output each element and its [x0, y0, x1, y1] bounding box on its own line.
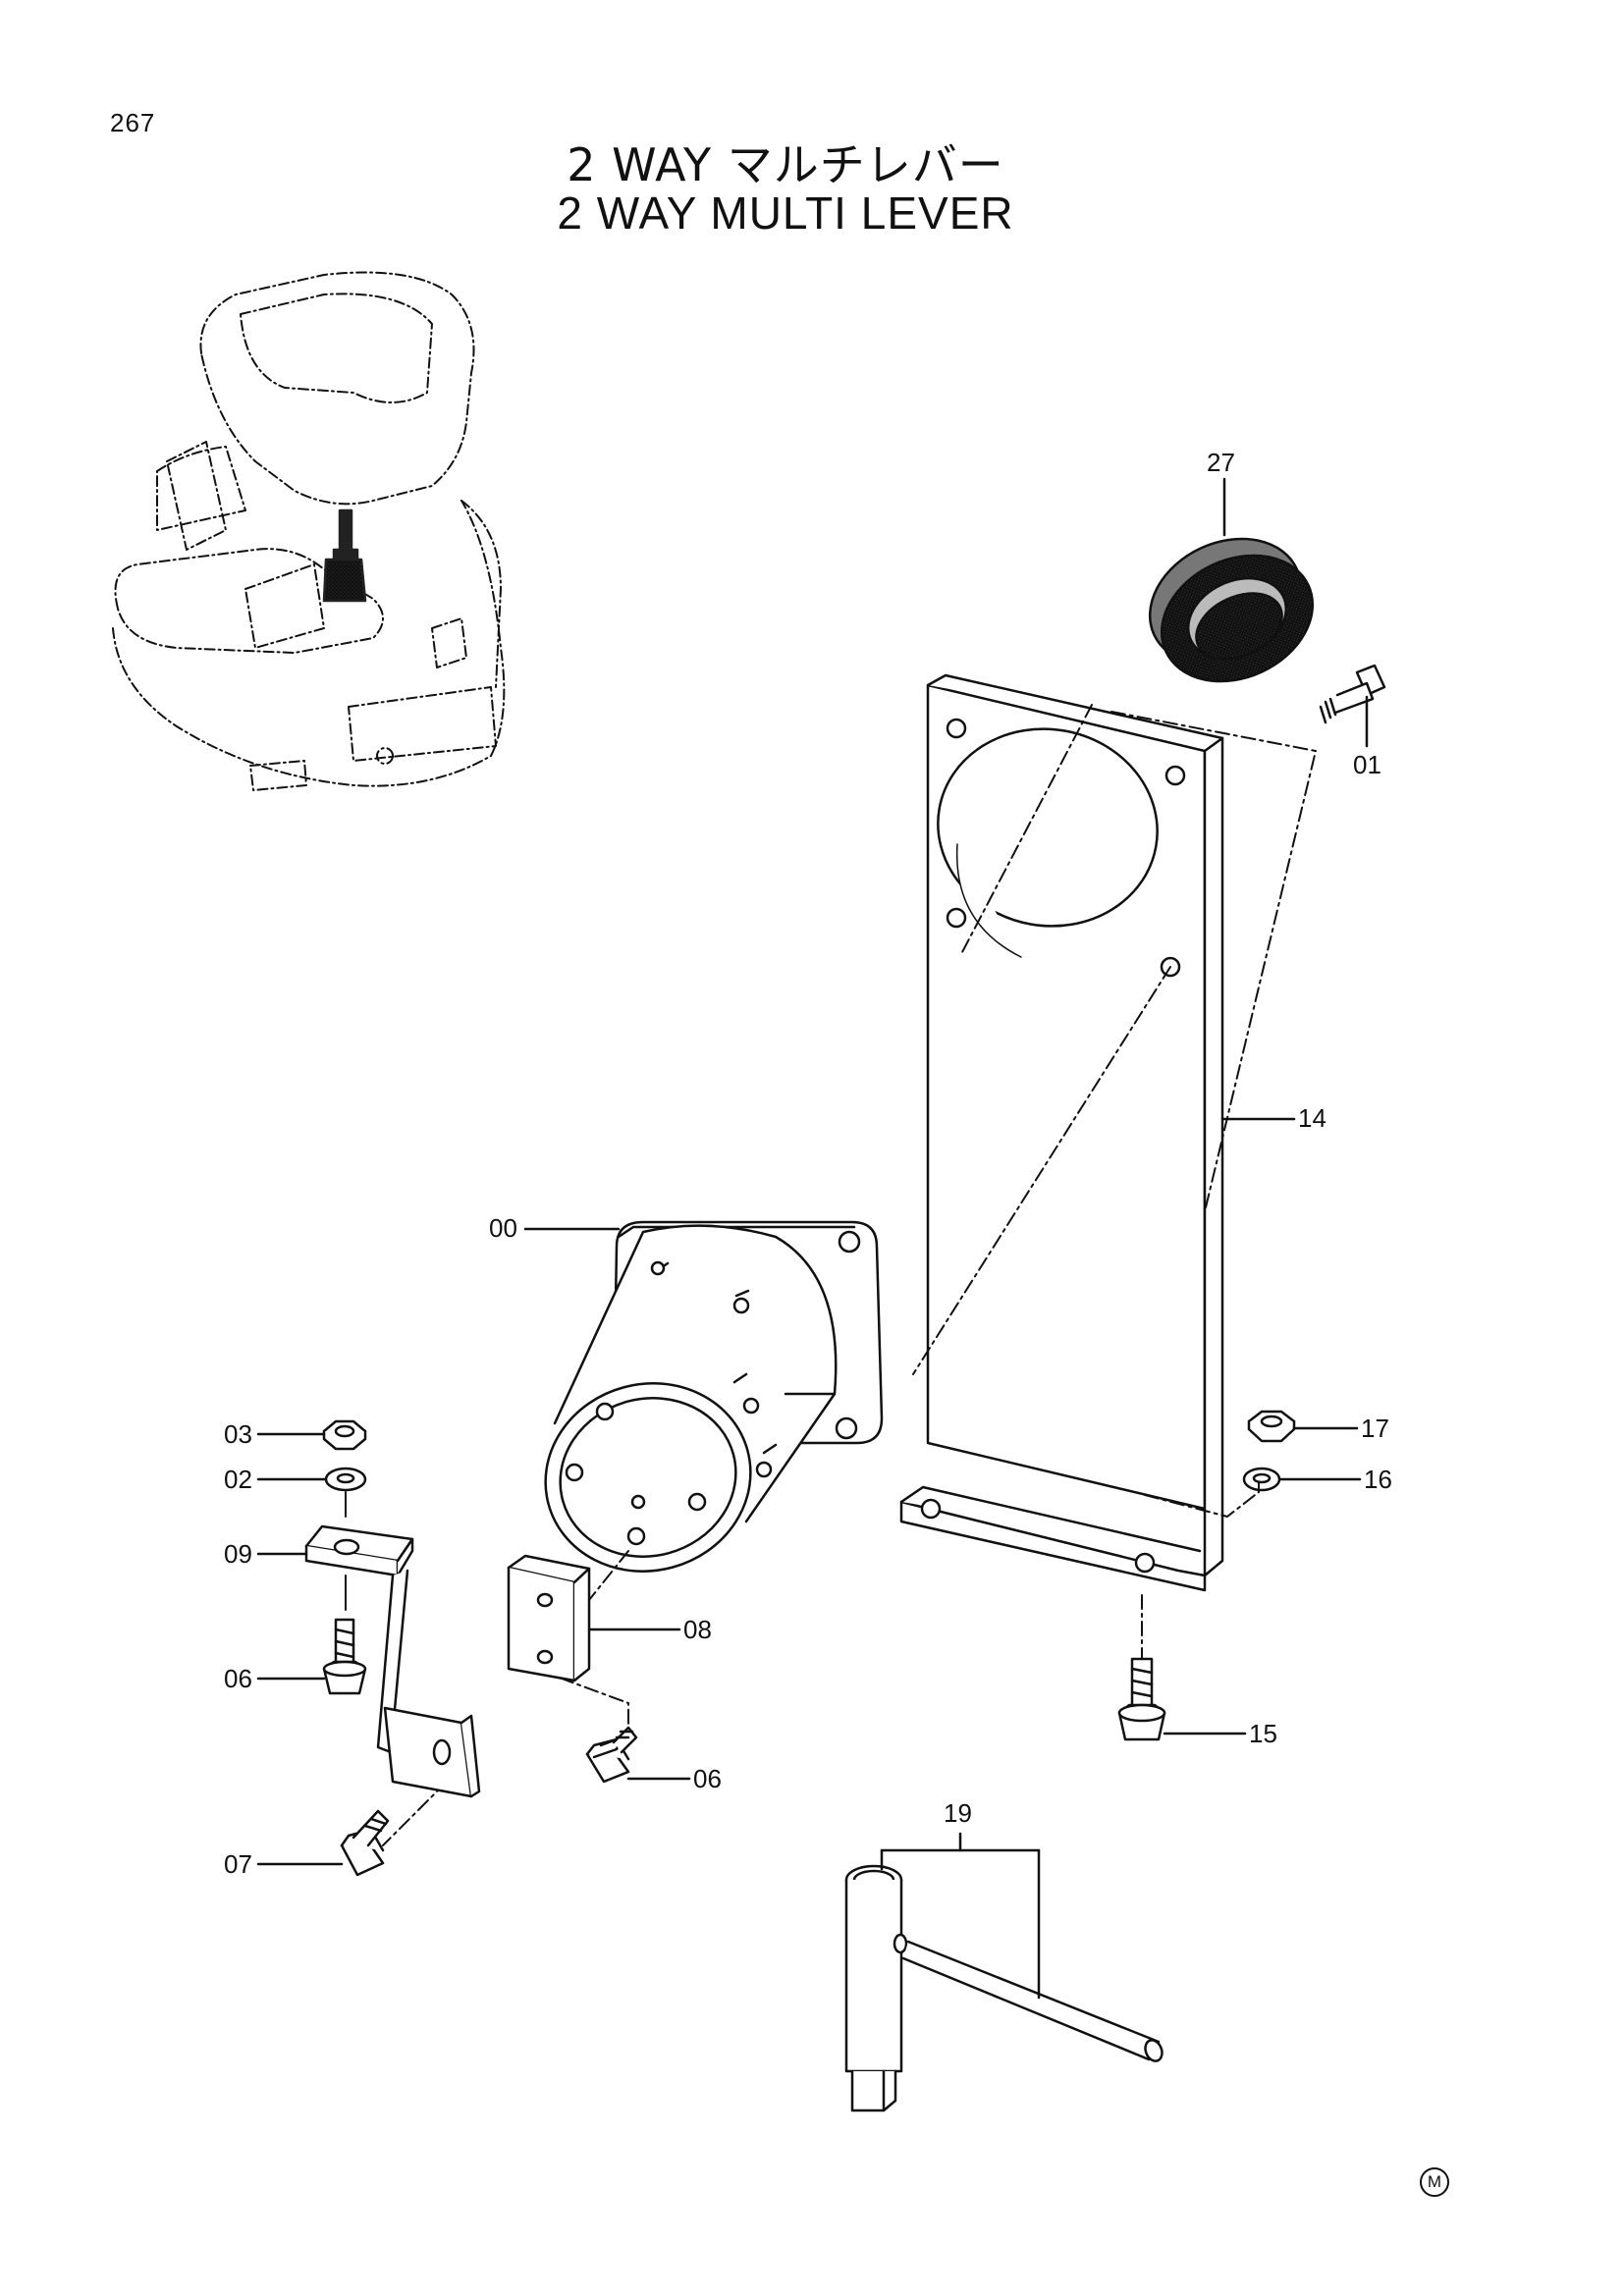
- callout-03: 03: [224, 1419, 252, 1449]
- bracket-part-14: [899, 673, 1224, 1592]
- bolt-part-07: [340, 1809, 390, 1877]
- callout-27: 27: [1207, 448, 1235, 477]
- diagram-title-japanese: 2 WAY マルチレバー: [567, 138, 1004, 191]
- grommet-part-27: [1148, 537, 1315, 683]
- callout-07: 07: [224, 1849, 252, 1879]
- callout-08: 08: [683, 1615, 712, 1644]
- washer-part-02: [324, 1467, 367, 1492]
- bolt-part-15: [1117, 1657, 1166, 1741]
- excavator-overview-drawing: [112, 271, 506, 791]
- callout-19: 19: [944, 1798, 972, 1828]
- callout-01: 01: [1353, 750, 1381, 779]
- bolt-part-06-center: [585, 1726, 638, 1784]
- plate-part-09: [304, 1524, 481, 1798]
- spacer-part-08: [507, 1554, 591, 1682]
- callout-00: 00: [489, 1213, 517, 1243]
- callout-16: 16: [1364, 1465, 1392, 1494]
- lever-position-marker: [322, 508, 367, 603]
- diagram-title-english: 2 WAY MULTI LEVER: [557, 187, 1014, 239]
- bolt-part-01: [1319, 664, 1386, 724]
- lever-pipe-part-19: [844, 1864, 1164, 2112]
- multi-lever-valve-part-00: [544, 1220, 884, 1573]
- callout-06-center: 06: [693, 1764, 722, 1793]
- callout-09: 09: [224, 1539, 252, 1569]
- bolt-part-06-left: [322, 1618, 367, 1695]
- callout-02: 02: [224, 1465, 252, 1494]
- nut-part-17: [1247, 1410, 1296, 1443]
- circled-m-mark: M: [1420, 2167, 1449, 2197]
- callout-17: 17: [1361, 1414, 1389, 1443]
- callout-14: 14: [1298, 1103, 1326, 1133]
- washer-part-16: [1242, 1467, 1281, 1492]
- callout-15: 15: [1249, 1719, 1277, 1748]
- page-number: 267: [110, 108, 156, 137]
- callout-06-left: 06: [224, 1664, 252, 1693]
- leader-19: [880, 1832, 1041, 2000]
- nut-part-03: [322, 1419, 367, 1451]
